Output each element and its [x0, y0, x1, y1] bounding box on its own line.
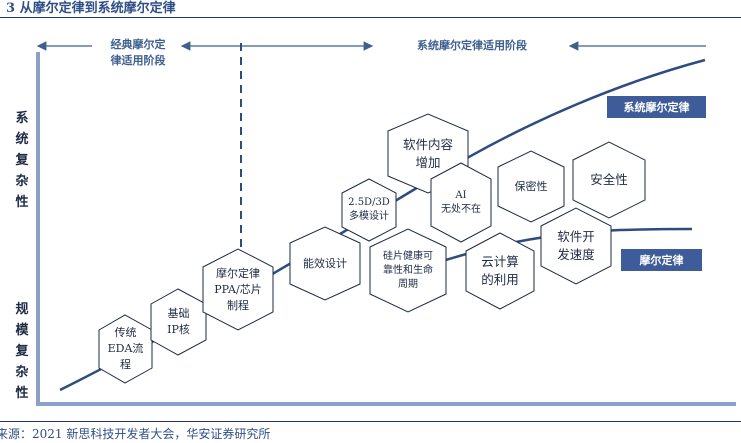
- hexagon-ip: [150, 288, 207, 356]
- hexagon-security-label: 安全性: [590, 172, 628, 187]
- hexagon-eda: [98, 314, 153, 384]
- hexagon-ppa-label: 摩尔定律 PPA/芯片 制程: [214, 266, 262, 312]
- hexagon-energy-label: 能效设计: [303, 256, 347, 270]
- hexagon-multi-die-label: 2.5D/3D 多模设计: [348, 197, 390, 222]
- hexagon-dev-speed-label: 软件开 发速度: [557, 229, 595, 262]
- hexagon-multi-die: [341, 178, 397, 242]
- hexagon-reliability-label: 硅片健康可 靠性和生命 周期: [383, 250, 433, 290]
- y-axis: [36, 52, 40, 406]
- hexagon-software-content-label: 软件内容 增加: [402, 136, 453, 170]
- hexagon-cloud-label: 云计算 的利用: [481, 254, 519, 287]
- y-axis-label-scale: 规模复杂性: [15, 302, 29, 401]
- hexagon-confidentiality: [497, 150, 565, 223]
- hexagon-energy: [289, 226, 361, 301]
- hexagon-security: [572, 141, 646, 219]
- hexagon-dev-speed: [540, 207, 612, 285]
- figure-source: 来源：2021 新思科技开发者大会，华安证券研究所: [0, 427, 271, 441]
- top-rule: [0, 17, 741, 18]
- moore-tag: 摩尔定律: [621, 249, 702, 271]
- y-axis-label-system: 系统复杂性: [15, 111, 29, 210]
- hexagon-confidentiality-label: 保密性: [514, 179, 548, 193]
- stage-system-label: 系统摩尔定律适用阶段: [417, 39, 527, 52]
- x-axis: [36, 402, 736, 406]
- hexagon-reliability: [369, 228, 447, 313]
- hexagon-eda-label: 传统 EDA流 程: [107, 326, 144, 371]
- bottom-rule: [0, 421, 741, 422]
- hexagon-ai: [430, 162, 492, 243]
- hexagon-ai-label: AI 无处不在: [441, 189, 481, 215]
- system-moore-tag: 系统摩尔定律: [607, 96, 706, 118]
- hexagon-ppa: [202, 248, 274, 331]
- stage-classic-label: 经典摩尔定 律适用阶段: [110, 38, 166, 67]
- hexagon-cloud: [465, 232, 535, 310]
- figure-title: 3 从摩尔定律到系统摩尔定律: [6, 1, 176, 16]
- hexagon-ip-label: 基础 IP核: [167, 307, 190, 336]
